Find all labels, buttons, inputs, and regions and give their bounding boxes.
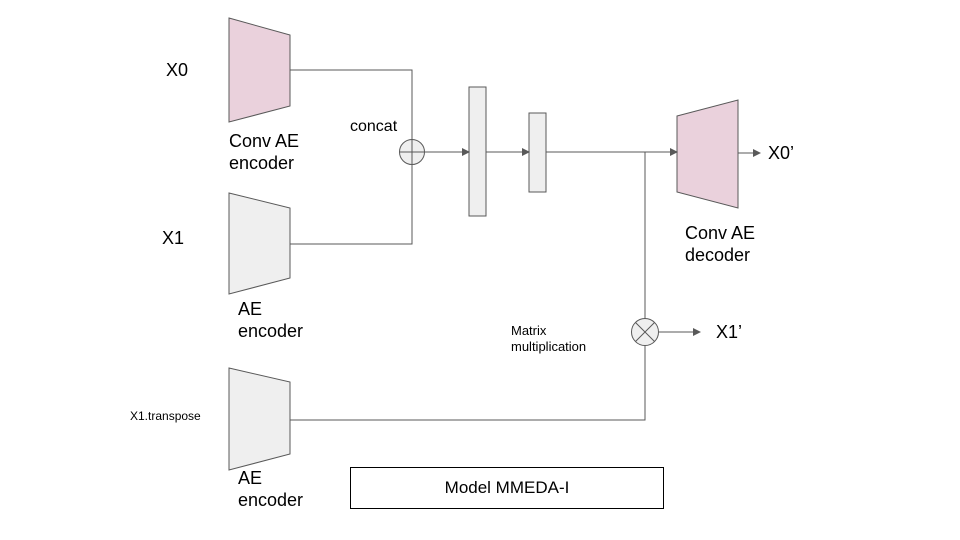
concat-label: concat (350, 118, 398, 135)
concat-plus-icon (399, 139, 425, 165)
ae-encoder-1-label: AE encoder (238, 299, 304, 341)
input-label-x1-transpose: X1.transpose (130, 409, 201, 423)
matmul-label: Matrix multiplication (511, 323, 587, 354)
model-title: Model MMEDA-I (350, 467, 664, 509)
ae-encoder-1-shape (228, 192, 291, 295)
dense-layer-2 (528, 112, 547, 193)
conv-ae-decoder-label: Conv AE decoder (685, 223, 756, 265)
ae-encoder-to-concat-line (290, 165, 413, 245)
conv-ae-encoder-label: Conv AE encoder (229, 131, 300, 173)
input-label-x1: X1 (162, 228, 185, 248)
output-label-x0-prime: X0’ (768, 143, 795, 163)
conv-ae-decoder-shape (676, 99, 739, 209)
output-label-x1-prime: X1’ (716, 322, 743, 342)
ae-encoder-2-label: AE encoder (238, 468, 304, 510)
input-label-x0: X0 (166, 60, 189, 80)
conv-ae-encoder-shape (228, 17, 291, 123)
dense-layer-1 (468, 86, 487, 217)
conv-encoder-to-concat-line (290, 69, 413, 140)
ae-encoder-2-shape (228, 367, 291, 471)
transpose-encoder-to-matmul-line (290, 346, 646, 421)
matmul-times-icon (631, 318, 659, 346)
